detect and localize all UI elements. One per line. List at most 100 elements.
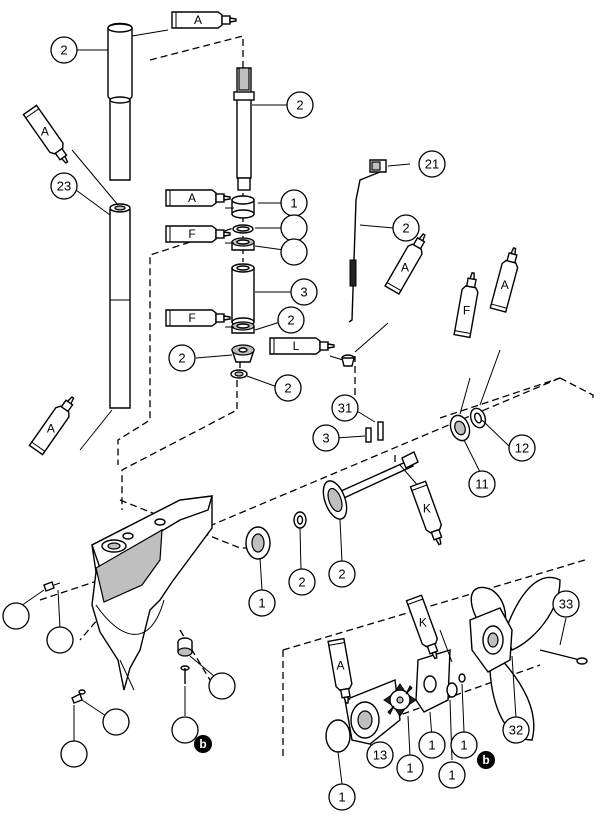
callout-1: 1	[280, 189, 308, 217]
callout-number: 31	[338, 401, 352, 416]
callout-2: 2	[274, 374, 302, 402]
callout-number: 3	[300, 285, 307, 300]
callout-number: 2	[178, 351, 185, 366]
grease-tube-letter: A	[501, 278, 509, 292]
drive-shaft-sleeve	[231, 263, 255, 327]
callout-1: 1	[328, 783, 356, 811]
callout-13: 13	[366, 741, 394, 769]
callout-blank	[2, 602, 30, 630]
callout-number: 1	[428, 738, 435, 753]
callout-1: 1	[438, 761, 466, 789]
callout-31: 31	[331, 394, 359, 422]
thrust-washer	[293, 511, 307, 529]
callout-number: 23	[57, 179, 71, 194]
callout-2: 2	[328, 560, 356, 588]
callout-1: 1	[396, 754, 424, 782]
grease-tube-letter: F	[188, 227, 195, 241]
grease-tube-f: F	[165, 225, 231, 243]
pump-washer	[446, 673, 466, 698]
pinion-nut	[230, 369, 248, 379]
drive-shaft	[233, 67, 255, 191]
callout-blank	[171, 716, 199, 744]
callout-3: 3	[312, 424, 340, 452]
callout-number: 2	[338, 567, 345, 582]
callout-number: 2	[298, 575, 305, 590]
callout-2: 2	[277, 306, 305, 334]
grease-tube-letter: A	[337, 659, 345, 673]
grease-tube-letter: K	[419, 615, 427, 629]
callout-1: 1	[248, 589, 276, 617]
middle-water-tube	[109, 96, 131, 181]
propeller-pin	[539, 649, 588, 665]
callout-2: 2	[168, 344, 196, 372]
callout-number: 21	[425, 157, 439, 172]
callout-2: 2	[288, 568, 316, 596]
tapered-roller-bearing	[245, 526, 271, 560]
callout-number: 33	[559, 597, 573, 612]
housing-bolt	[43, 581, 61, 592]
pinion-gear	[231, 344, 255, 363]
callout-blank	[208, 672, 236, 700]
callout-2: 2	[286, 91, 314, 119]
callout-3: 3	[290, 278, 318, 306]
callout-number: 1	[290, 196, 297, 211]
propeller	[469, 576, 561, 741]
callout-number: 2	[296, 98, 303, 113]
grease-tube-l: L	[269, 337, 335, 355]
gearcase-housing	[91, 495, 213, 691]
grease-tube-letter: K	[423, 501, 431, 515]
grease-tube-letter: F	[463, 303, 470, 317]
grease-tube-f: F	[453, 272, 479, 339]
callout-number: 13	[373, 748, 387, 763]
callout-number: 1	[258, 596, 265, 611]
bearing-stack	[231, 195, 255, 251]
leader-lines	[17, 29, 567, 785]
forward-gear	[322, 480, 348, 520]
lower-water-tube	[109, 203, 131, 409]
grease-tube-k: K	[409, 480, 443, 546]
clutch-dog	[365, 421, 384, 443]
b-mark-letter: b	[199, 737, 206, 751]
callout-23: 23	[50, 172, 78, 200]
callout-number: 2	[287, 313, 294, 328]
grease-tube-a: A	[165, 189, 231, 207]
b-mark-letter: b	[482, 753, 489, 767]
pump-o-ring	[325, 719, 351, 753]
grease-tube-a: A	[327, 637, 353, 704]
callout-blank	[46, 626, 74, 654]
callout-2: 2	[50, 36, 78, 64]
callout-blank	[60, 740, 88, 768]
rubber-grommet	[177, 637, 193, 657]
callout-number: 2	[402, 221, 409, 236]
callout-11: 11	[468, 470, 496, 498]
grease-tube-k: K	[405, 594, 439, 660]
grease-tube-letter: A	[47, 422, 55, 436]
shift-rod	[348, 159, 387, 323]
grease-tube-a: A	[171, 11, 237, 29]
grommet-screw	[180, 665, 190, 684]
grease-tube-a: A	[384, 233, 426, 295]
reference-marks: bb	[194, 735, 495, 769]
callout-number: 1	[448, 768, 455, 783]
oil-seal	[469, 407, 487, 429]
callout-1: 1	[418, 731, 446, 759]
callout-blank	[280, 214, 308, 242]
callout-21: 21	[418, 150, 446, 178]
callout-blank	[280, 238, 308, 266]
callout-number: 11	[475, 477, 489, 492]
grease-tube-letter: A	[41, 124, 49, 138]
callout-number: 2	[60, 43, 67, 58]
grease-tube-letter: A	[401, 260, 409, 274]
lower-bearing	[231, 321, 255, 334]
callout-number: 12	[515, 441, 529, 456]
callout-blank	[102, 708, 130, 736]
pump-plate	[415, 649, 451, 713]
callout-1: 1	[450, 731, 478, 759]
grease-tube-letter: F	[188, 311, 195, 325]
callout-33: 33	[552, 590, 580, 618]
callout-2: 2	[392, 214, 420, 242]
callout-12: 12	[508, 434, 536, 462]
callout-number: 1	[406, 761, 413, 776]
shift-rod-seal	[341, 354, 355, 367]
